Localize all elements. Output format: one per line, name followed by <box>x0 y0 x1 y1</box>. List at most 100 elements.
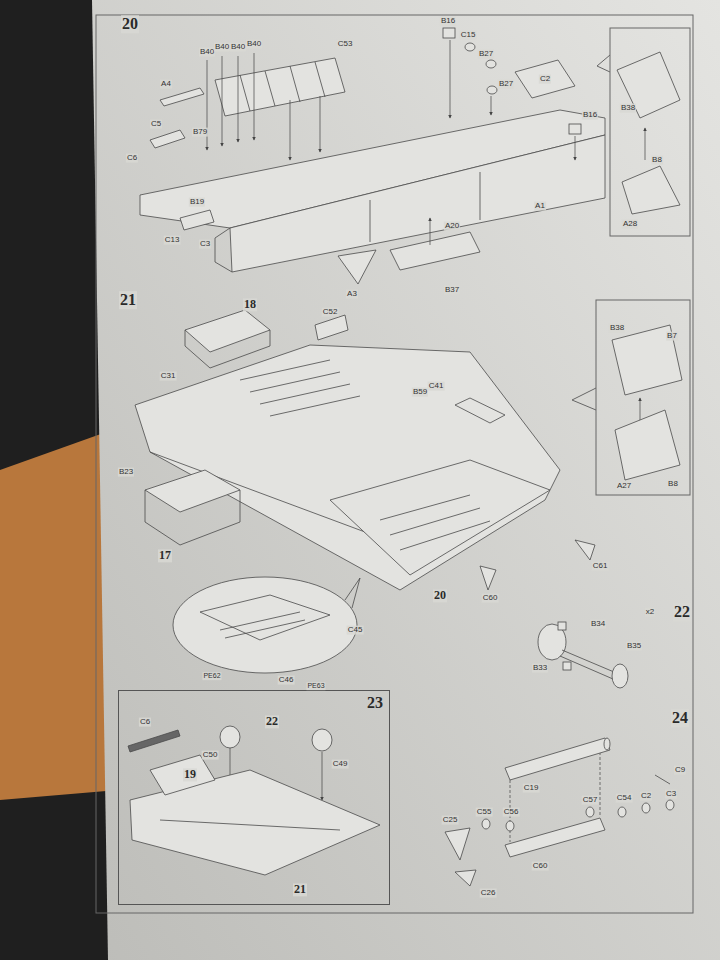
step-20-hull-shape <box>180 210 214 230</box>
step-20-hull <box>140 28 605 284</box>
part-drop-lines-shape <box>207 60 208 150</box>
step-21-hull-shape <box>330 460 550 575</box>
step-21-hull-shape <box>455 398 505 423</box>
step-21-hull-shape <box>200 595 330 640</box>
step-21-hull-shape <box>612 325 682 395</box>
part-label: C5 <box>150 120 162 129</box>
step-21-hull-shape <box>400 521 490 550</box>
step-21-hull-shape <box>145 490 240 545</box>
step-20-hull-shape <box>160 88 204 106</box>
step-23-hull-shape <box>128 730 180 752</box>
step-23-hull-shape <box>312 729 332 751</box>
page-frame-shape <box>610 28 690 236</box>
part-label: B35 <box>626 642 642 651</box>
part-label: A27 <box>616 482 632 491</box>
part-label: B79 <box>192 128 208 137</box>
part-label: A4 <box>160 80 172 89</box>
part-label: PE63 <box>306 682 325 690</box>
part-label: B40 <box>246 40 262 49</box>
step-24-parts-shape <box>655 775 670 784</box>
step-21-hull <box>135 310 682 673</box>
step-20-insets-shape <box>617 52 680 118</box>
part-drop-lines-shape <box>600 752 601 815</box>
part-drop-lines-shape <box>450 40 451 118</box>
callout-number: 20 <box>433 589 447 602</box>
part-label: B38 <box>609 324 625 333</box>
part-label: A28 <box>622 220 638 229</box>
part-label: C6 <box>126 154 138 163</box>
part-label: C46 <box>278 676 295 685</box>
part-label: x2 <box>645 608 655 617</box>
part-drop-lines-shape <box>320 96 321 152</box>
part-label: C55 <box>476 808 493 817</box>
part-label: C56 <box>503 808 520 817</box>
part-label: B33 <box>532 664 548 673</box>
step-22-wheel <box>538 622 628 688</box>
callout-number: 19 <box>183 768 197 781</box>
part-label: C3 <box>665 790 677 799</box>
part-label: B23 <box>118 468 134 477</box>
step-20-hull-shape <box>240 75 250 111</box>
step-21-hull-shape <box>145 470 240 512</box>
part-label: B27 <box>498 80 514 89</box>
part-label: C54 <box>616 794 633 803</box>
step-21-hull-shape <box>173 577 357 673</box>
page-frame-shape <box>597 55 610 72</box>
part-drop-lines-shape <box>575 136 576 160</box>
part-label: C49 <box>332 760 349 769</box>
step-20-hull-shape <box>150 130 185 148</box>
part-label: B8 <box>667 480 679 489</box>
part-label: A20 <box>444 222 460 231</box>
part-label: B40 <box>230 43 246 52</box>
step-24-parts-shape <box>506 821 514 831</box>
part-label: B37 <box>444 286 460 295</box>
step-21-hull-shape <box>185 330 270 368</box>
part-label: B38 <box>620 104 636 113</box>
step-panel: 23 <box>118 690 390 905</box>
step-22-wheel-shape <box>612 664 628 688</box>
part-label: C41 <box>428 382 445 391</box>
step-23-hull <box>128 726 380 875</box>
part-drop-lines-shape <box>222 56 223 146</box>
step-21-hull-shape <box>575 540 595 560</box>
step-20-insets-shape <box>622 166 680 214</box>
step-20-hull-shape <box>390 232 480 270</box>
part-label: C2 <box>640 792 652 801</box>
step-24-parts-shape <box>666 800 674 810</box>
page-frame-shape <box>596 300 690 495</box>
step-20-hull-shape <box>486 60 496 68</box>
step-24-parts-shape <box>505 738 610 780</box>
step-22-wheel-shape <box>558 622 566 630</box>
part-label: C3 <box>199 240 211 249</box>
step-23-hull-shape <box>220 726 240 748</box>
part-label: B16 <box>440 17 456 26</box>
part-label: PE62 <box>202 672 221 680</box>
callout-number: 20 <box>121 15 139 33</box>
step-20-insets <box>617 52 680 214</box>
step-21-hull-shape <box>480 566 496 590</box>
step-21-hull-shape <box>185 310 270 352</box>
callout-number: 21 <box>119 291 137 309</box>
part-label: C50 <box>202 751 219 760</box>
part-drop-lines-shape <box>491 96 492 115</box>
part-label: B27 <box>478 50 494 59</box>
step-24-parts-shape <box>586 807 594 817</box>
page-frame-shape <box>96 15 693 913</box>
part-label: B8 <box>651 156 663 165</box>
step-21-hull-shape <box>135 345 560 590</box>
step-24-parts-shape <box>642 803 650 813</box>
part-drop-lines-shape <box>322 752 323 800</box>
part-label: B59 <box>412 388 428 397</box>
callout-number: 18 <box>243 298 257 311</box>
callout-number: 17 <box>158 549 172 562</box>
step-20-hull-shape <box>338 250 376 284</box>
step-20-hull-shape <box>515 60 575 98</box>
step-24-parts-shape <box>445 828 470 860</box>
part-label: C61 <box>592 562 609 571</box>
step-24-parts-shape <box>455 870 476 886</box>
step-24-parts-shape <box>604 738 610 750</box>
part-label: C19 <box>523 784 540 793</box>
